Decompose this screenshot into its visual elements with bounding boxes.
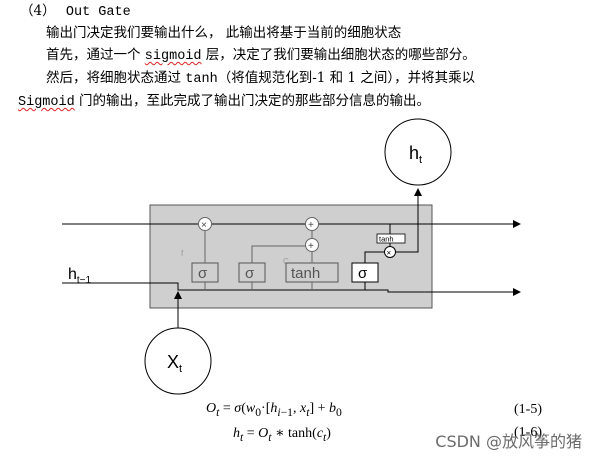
faint-label-f: f xyxy=(181,249,184,258)
output-arrow xyxy=(396,188,422,253)
forget-multiply-sign: × xyxy=(201,220,207,231)
input-x-label: Xt xyxy=(167,352,182,375)
line2-text-a: 首先，通过一个 xyxy=(46,47,145,63)
input-h-label: ht−1 xyxy=(68,266,92,286)
output-tanh-label: tanh xyxy=(379,235,394,244)
input-sigma-label: σ xyxy=(245,265,255,282)
line4-text: 门的输出，至此完成了输出门决定的那些部分信息的输出。 xyxy=(74,93,431,109)
equation-1-number: (1-5) xyxy=(514,402,542,417)
line3-text-a: 然后，将细胞状态通过 xyxy=(46,70,186,86)
output-multiply-op xyxy=(384,246,396,258)
cell-add-op xyxy=(305,217,319,231)
line3-code: tanh xyxy=(185,72,218,87)
candidate-tanh-label: tanh xyxy=(291,265,320,282)
output-label: ht xyxy=(409,143,422,166)
output-multiply-sign: × xyxy=(387,249,392,258)
line2-code: sigmoid xyxy=(144,49,202,64)
forget-multiply-op xyxy=(198,217,212,231)
paragraph-line-1: 输出门决定我们要输出什么， 此输出将基于当前的细胞状态 xyxy=(46,25,402,41)
output-sigma-label: σ xyxy=(358,265,368,282)
output-circle xyxy=(384,118,452,186)
input-multiply-sign: + xyxy=(308,241,314,252)
paragraph-line-3: 然后，将细胞状态通过 tanh（将值规范化到-1 和 1 之间），并将其乘以 xyxy=(46,69,475,89)
input-multiply-op xyxy=(305,238,319,252)
faint-label-c: C xyxy=(283,257,289,266)
forget-sigma-label: σ xyxy=(198,265,208,282)
equation-2: ht = Ot ∗ tanh(ct) xyxy=(233,426,331,444)
line2-text-b: 层，决定了我们要输出细胞状态的哪些部分。 xyxy=(201,47,476,63)
cell-add-sign: + xyxy=(308,220,314,231)
equation-2-number: (1-6) xyxy=(514,425,542,440)
paragraph-line-2: 首先，通过一个 sigmoid 层，决定了我们要输出细胞状态的哪些部分。 xyxy=(46,46,476,66)
heading-title: Out Gate xyxy=(65,5,131,20)
equation-1: Ot = σ(w0·[hi−1, xt] + b0 xyxy=(206,401,342,419)
paragraph-line-4: Sigmoid 门的输出，至此完成了输出门决定的那些部分信息的输出。 xyxy=(18,92,430,112)
line4-code: Sigmoid xyxy=(18,95,75,110)
heading-number: （4） xyxy=(20,3,56,19)
output-tanh-box xyxy=(376,233,406,244)
line3-text-b: （将值规范化到-1 和 1 之间），并将其乘以 xyxy=(217,70,476,86)
hidden-state-line xyxy=(62,282,521,296)
csdn-watermark: CSDN @放风筝的猪 xyxy=(435,432,582,451)
cell-box xyxy=(149,204,433,309)
section-heading: （4） Out Gate xyxy=(20,2,131,22)
